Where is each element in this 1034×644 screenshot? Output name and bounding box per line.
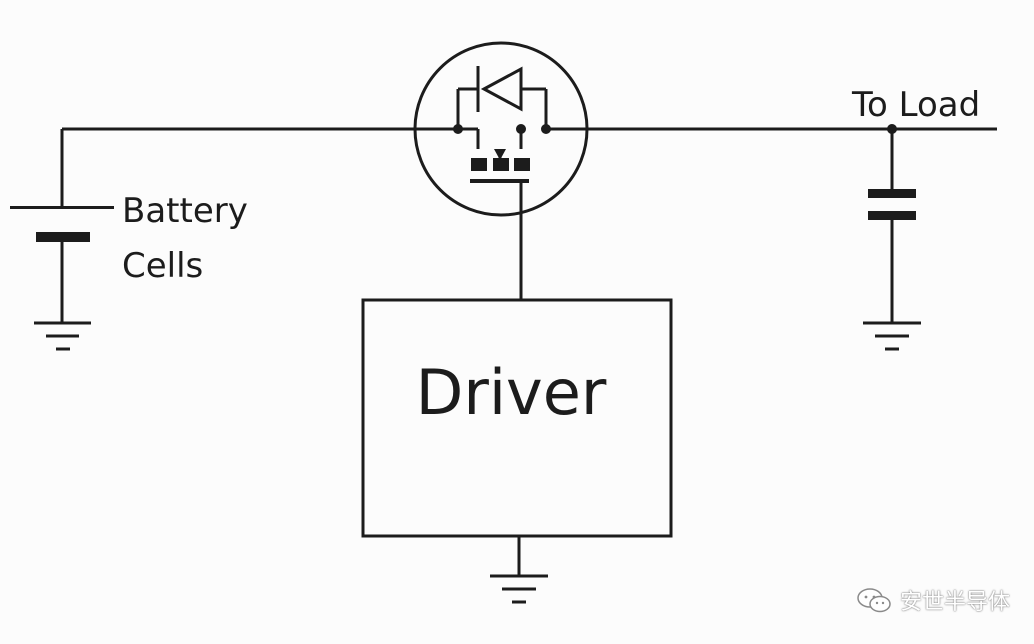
- wechat-icon: [857, 588, 891, 613]
- battery-label-line1: Battery: [122, 191, 248, 231]
- battery-negative-plate: [36, 232, 90, 242]
- driver-label: Driver: [416, 356, 607, 429]
- driver-box: [361, 298, 673, 538]
- battery-symbol: [10, 129, 114, 322]
- gate-plate: [470, 179, 529, 183]
- watermark: 安世半导体: [856, 584, 1010, 616]
- battery-label-line2: Cells: [122, 246, 203, 286]
- ground-symbol-driver: [490, 574, 548, 604]
- mosfet-circle: [413, 41, 589, 217]
- watermark-text: 安世半导体: [899, 590, 1010, 615]
- ground-symbol-battery: [34, 321, 91, 351]
- battery-positive-plate: [10, 206, 114, 209]
- body-diode: [456, 66, 548, 129]
- load-label: To Load: [851, 85, 980, 125]
- ground-symbol-load: [863, 321, 921, 351]
- mosfet-symbol: [413, 41, 589, 217]
- capacitor-symbol: [868, 129, 916, 322]
